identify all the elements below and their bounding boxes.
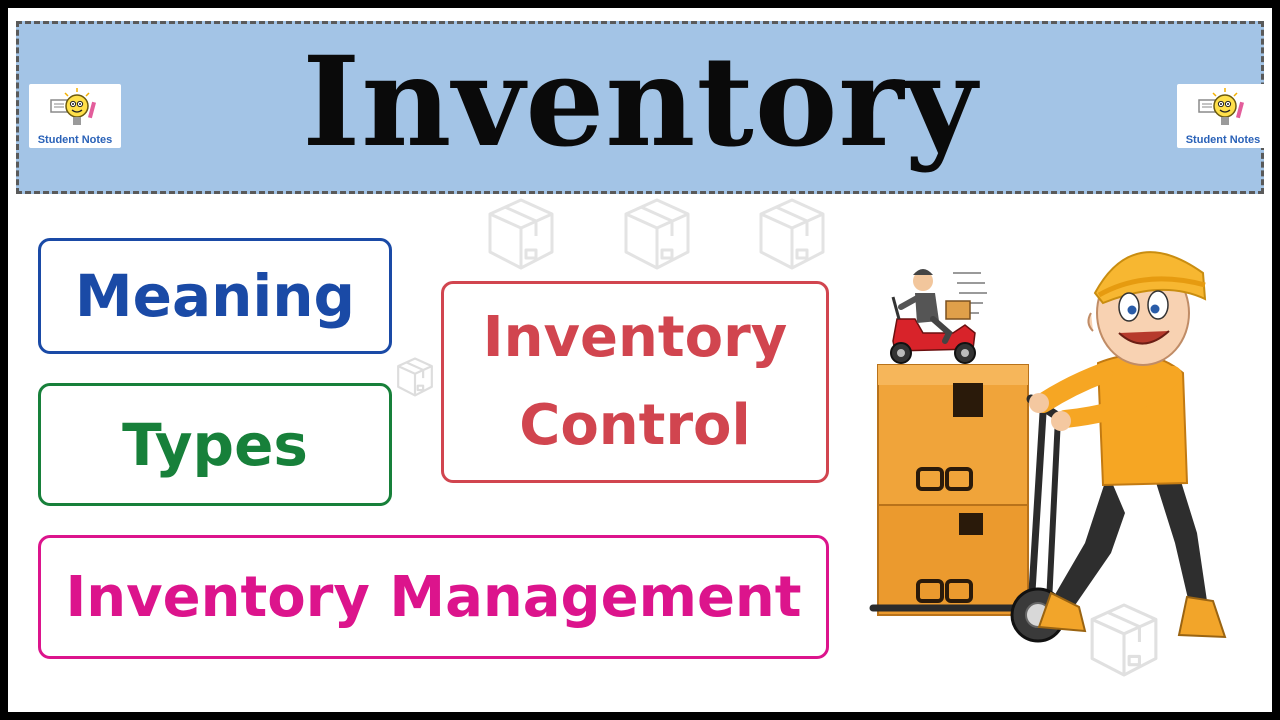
topic-label-meaning: Meaning <box>74 262 356 330</box>
page-title: Inventory <box>302 30 978 175</box>
title-banner: Inventory St <box>16 21 1269 194</box>
delivery-scooter-icon <box>890 269 987 364</box>
topic-label-inventory-control-line1: Inventory <box>482 305 788 370</box>
cardboard-box-icon <box>877 364 1029 616</box>
cardboard-box-icon <box>1090 603 1158 677</box>
cardboard-box-icon <box>397 357 433 397</box>
cardboard-box-icon <box>759 198 825 270</box>
student-notes-logo-left: Student Notes <box>29 84 121 148</box>
delivery-man-illustration <box>869 251 1227 643</box>
delivery-man-icon <box>1029 251 1227 639</box>
cardboard-box-icon <box>624 198 690 270</box>
student-notes-logo-right: Student Notes <box>1177 84 1269 148</box>
topic-label-inventory-management: Inventory Management <box>65 564 802 630</box>
topic-card-inventory-management: Inventory Management <box>38 535 829 659</box>
cardboard-box-icon <box>488 198 554 270</box>
lightbulb-mascot-icon <box>50 88 97 125</box>
topic-label-inventory-control-line2: Control <box>519 393 751 458</box>
topic-card-meaning: Meaning <box>38 238 392 354</box>
topic-card-types: Types <box>38 383 392 506</box>
logo-text: Student Notes <box>1185 134 1261 146</box>
slide-canvas: Inventory St <box>8 8 1272 712</box>
topic-card-inventory-control: Inventory Control <box>441 281 829 483</box>
topic-label-types: Types <box>122 410 308 479</box>
logo-text: Student Notes <box>37 134 113 146</box>
lightbulb-mascot-icon <box>1198 88 1245 125</box>
